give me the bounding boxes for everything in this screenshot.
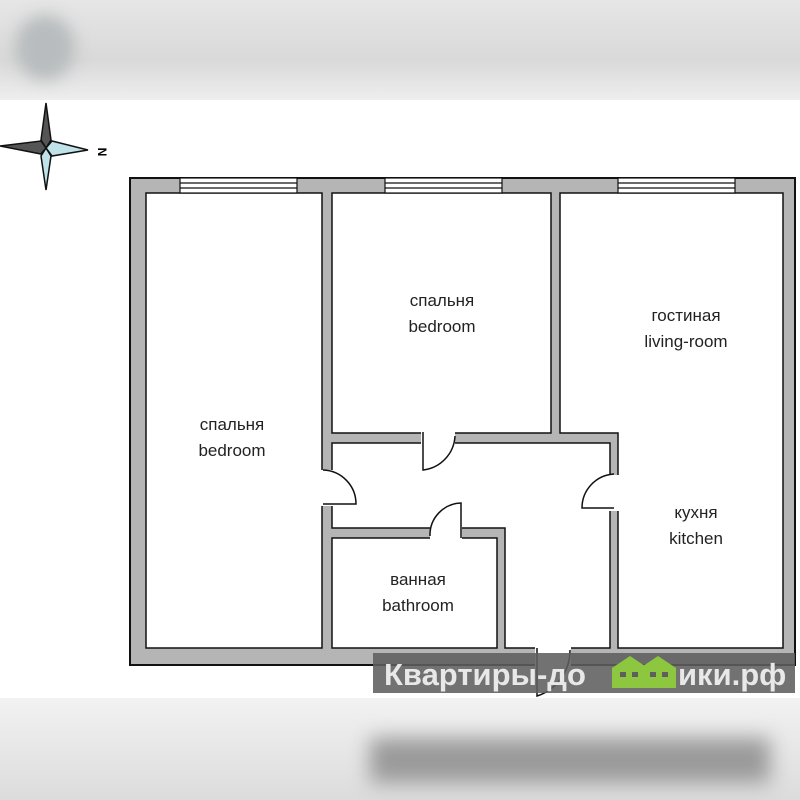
room-bedroom-middle: [331, 192, 552, 434]
watermark-text-right: ики.рф: [678, 657, 786, 692]
room-label-en: bedroom: [408, 317, 475, 336]
room-label-ru: ванная: [390, 570, 446, 589]
house-logo-icon: [612, 656, 676, 688]
room-bathroom: [331, 537, 498, 649]
room-label-en: bathroom: [382, 596, 454, 615]
room-label-ru: спальня: [200, 415, 265, 434]
room-label-ru: кухня: [674, 503, 717, 522]
room-bedroom-left: [145, 192, 323, 649]
blurred-bottom-band: [0, 698, 800, 800]
compass-icon: [0, 102, 89, 191]
room-label-en: kitchen: [669, 529, 723, 548]
room-hallway: [331, 442, 611, 649]
windows: [179, 177, 736, 194]
watermark-text-left: Квартиры-до: [384, 657, 586, 692]
room-living-kitchen: [559, 192, 784, 649]
watermark: Квартиры-до ики.рф: [373, 653, 795, 693]
room-label-ru: гостиная: [651, 306, 720, 325]
blurred-top-band: [0, 0, 800, 100]
room-label-en: living-room: [644, 332, 727, 351]
room-label-en: bedroom: [198, 441, 265, 460]
north-label: N: [95, 148, 109, 157]
room-label-ru: спальня: [410, 291, 475, 310]
